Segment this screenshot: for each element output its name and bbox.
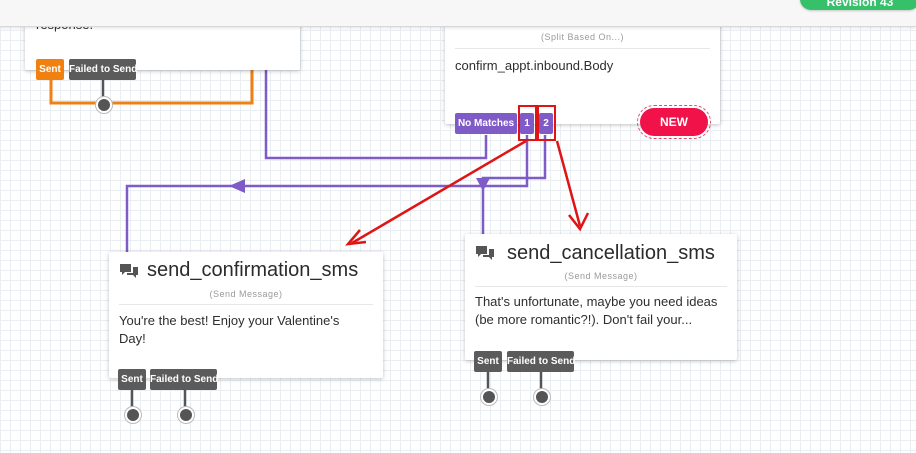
branch-1-transition-pill[interactable]: 1 xyxy=(520,113,534,134)
annotation-highlight-2 xyxy=(537,105,556,141)
sent-transition-pill[interactable]: Sent xyxy=(36,59,64,80)
sent-output-port[interactable] xyxy=(481,389,497,405)
sent-output-port[interactable] xyxy=(125,407,141,423)
failed-output-port[interactable] xyxy=(178,407,194,423)
failed-transition-pill[interactable]: Failed to Send xyxy=(69,59,137,80)
failed-transition-pill[interactable]: Failed to Send xyxy=(150,369,218,390)
annotation-arrowhead-1 xyxy=(344,229,367,246)
split-expression-text: confirm_appt.inbound.Body xyxy=(455,58,614,73)
message-bubbles-icon xyxy=(120,264,138,278)
widget-title: send_confirmation_sms xyxy=(147,259,359,281)
send-confirmation-sms-card[interactable]: send_confirmation_sms (Send Message) You… xyxy=(109,252,383,378)
sent-transition-pill[interactable]: Sent xyxy=(474,351,502,372)
new-badge[interactable]: NEW xyxy=(637,105,711,139)
card-divider xyxy=(455,48,710,49)
annotation-arrow-1 xyxy=(351,139,527,245)
top-toolbar: Revision 43 xyxy=(0,0,916,27)
failed-transition-pill[interactable]: Failed to Send xyxy=(507,351,575,372)
no-matches-transition-pill[interactable]: No Matches xyxy=(455,113,517,134)
card-divider xyxy=(119,304,373,305)
failed-output-port[interactable] xyxy=(534,389,550,405)
wire-purple-top xyxy=(264,26,488,160)
send-cancellation-sms-card[interactable]: send_cancellation_sms (Send Message) Tha… xyxy=(465,234,737,360)
widget-title: send_cancellation_sms xyxy=(507,242,715,264)
widget-type-label: (Send Message) xyxy=(209,289,283,299)
annotation-arrowhead-2 xyxy=(568,212,590,232)
wire-arrow-down xyxy=(476,178,490,191)
failed-output-port[interactable] xyxy=(96,97,112,113)
sent-transition-pill[interactable]: Sent xyxy=(118,369,146,390)
branch-2-transition-pill[interactable]: 2 xyxy=(539,113,553,134)
widget-type-label: (Split Based On...) xyxy=(540,32,625,42)
card-divider xyxy=(475,286,727,287)
publish-button[interactable]: Revision 43 xyxy=(800,0,916,10)
annotation-arrow-2 xyxy=(555,140,582,227)
message-bubbles-icon xyxy=(476,246,494,260)
wire-arrow-left xyxy=(229,179,245,193)
message-body-text: You're the best! Enjoy your Valentine's … xyxy=(119,313,340,346)
wire-branch-1 xyxy=(125,135,529,252)
wire-branch-2 xyxy=(481,135,547,236)
annotation-highlight-1 xyxy=(518,105,537,141)
message-body-text: That's unfortunate, maybe you need ideas… xyxy=(475,294,718,327)
widget-type-label: (Send Message) xyxy=(564,271,638,281)
